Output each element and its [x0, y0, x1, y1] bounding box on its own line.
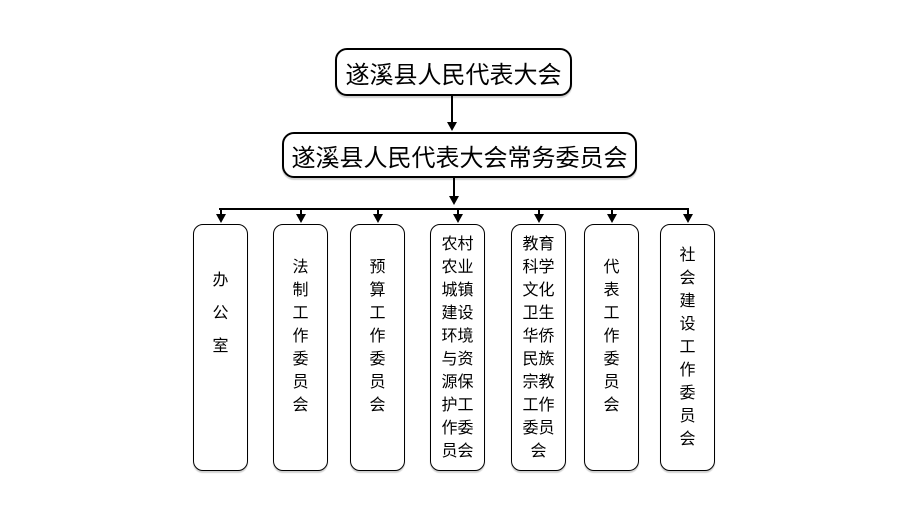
node-county-peoples-congress-label: 遂溪县人民代表大会 — [345, 61, 562, 89]
node-education-science-culture-committee-label: 教育 科学 文化 卫生 华侨 民族 宗教 工作 委员 会 — [522, 235, 555, 460]
branch-delegate-work-committee: 代 表 工 作 委 员 会 — [584, 208, 639, 471]
arrowhead-down-icon — [452, 214, 463, 223]
node-rural-urban-environment-committee-label: 农村 农业 城镇 建设 环境 与资 源保 护工 作委 员会 — [441, 235, 474, 460]
node-social-development-committee-label: 社 会 建 设 工 作 委 员 会 — [679, 247, 696, 448]
connector-standing-to-bus-line — [453, 178, 455, 197]
node-legislative-affairs-committee-label: 法 制 工 作 委 员 会 — [292, 259, 309, 414]
branch-stub-line — [686, 210, 689, 215]
branch-general-office: 办 公 室 — [193, 208, 248, 471]
branch-stub-line — [299, 210, 302, 215]
arrowhead-down-icon — [533, 214, 544, 223]
branch-stub-line — [219, 210, 222, 215]
arrowhead-down-icon — [372, 214, 383, 223]
arrowhead-down-icon — [682, 214, 693, 223]
branch-stub-line — [610, 210, 613, 215]
arrowhead-down-icon — [447, 122, 457, 131]
branch-education-science-culture-committee: 教育 科学 文化 卫生 华侨 民族 宗教 工作 委员 会 — [511, 208, 566, 471]
node-general-office-label: 办 公 室 — [212, 272, 229, 355]
node-county-peoples-congress: 遂溪县人民代表大会 — [335, 48, 572, 96]
node-education-science-culture-committee: 教育 科学 文化 卫生 华侨 民族 宗教 工作 委员 会 — [511, 224, 566, 471]
arrowhead-down-icon — [215, 214, 226, 223]
node-standing-committee-label: 遂溪县人民代表大会常务委员会 — [291, 144, 628, 172]
node-budget-committee-label: 预 算 工 作 委 员 会 — [369, 259, 386, 414]
arrowhead-down-icon — [449, 196, 459, 205]
arrowhead-down-icon — [295, 214, 306, 223]
branch-stub-line — [537, 210, 540, 215]
branch-stub-line — [376, 210, 379, 215]
node-legislative-affairs-committee: 法 制 工 作 委 员 会 — [273, 224, 328, 471]
node-standing-committee: 遂溪县人民代表大会常务委员会 — [282, 132, 637, 178]
node-budget-committee: 预 算 工 作 委 员 会 — [350, 224, 405, 471]
node-delegate-work-committee: 代 表 工 作 委 员 会 — [584, 224, 639, 471]
node-social-development-committee: 社 会 建 设 工 作 委 员 会 — [660, 224, 715, 471]
branch-stub-line — [456, 210, 459, 215]
branch-bus-line — [219, 208, 689, 210]
branch-social-development-committee: 社 会 建 设 工 作 委 员 会 — [660, 208, 715, 471]
branch-legislative-affairs-committee: 法 制 工 作 委 员 会 — [273, 208, 328, 471]
connector-root-to-standing-line — [451, 96, 453, 123]
node-general-office: 办 公 室 — [193, 224, 248, 471]
node-rural-urban-environment-committee: 农村 农业 城镇 建设 环境 与资 源保 护工 作委 员会 — [430, 224, 485, 471]
node-delegate-work-committee-label: 代 表 工 作 委 员 会 — [603, 259, 620, 414]
branch-budget-committee: 预 算 工 作 委 员 会 — [350, 208, 405, 471]
branch-rural-urban-environment-committee: 农村 农业 城镇 建设 环境 与资 源保 护工 作委 员会 — [430, 208, 485, 471]
arrowhead-down-icon — [606, 214, 617, 223]
